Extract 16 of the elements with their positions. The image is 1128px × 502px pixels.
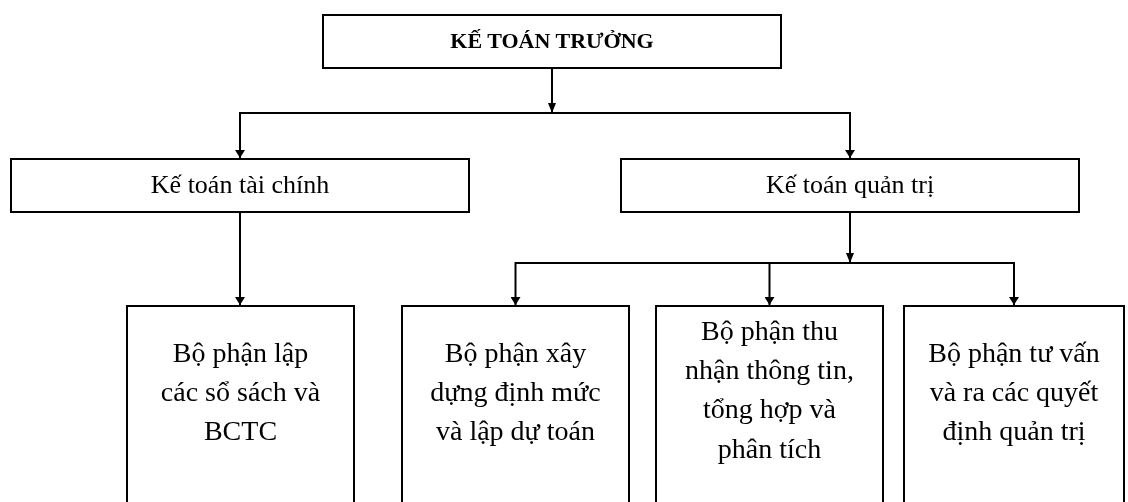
connector-arrow (849, 212, 1019, 306)
title-box (322, 14, 782, 69)
node-label: Kế toán quản trị (765, 169, 935, 202)
node-label: Kế toán tài chính (150, 169, 330, 202)
connector-arrow (235, 212, 245, 306)
node-label: KẾ TOÁN TRƯỞNG (450, 27, 654, 56)
department-box (620, 158, 1080, 213)
node-label: Bộ phận tư vấn và ra các quyết định quản trị (927, 336, 1101, 449)
node-label: Bộ phận lập các sổ sách và BCTC (159, 336, 322, 449)
unit-box (655, 305, 884, 502)
node-label: Bộ phận thu nhận thông tin, tổng hợp và phân tích (684, 314, 855, 466)
unit-box (401, 305, 630, 502)
node-label: Bộ phận xây dựng định mức và lập dự toán (429, 336, 602, 449)
unit-box (903, 305, 1125, 502)
department-box (10, 158, 470, 213)
unit-box (126, 305, 355, 502)
